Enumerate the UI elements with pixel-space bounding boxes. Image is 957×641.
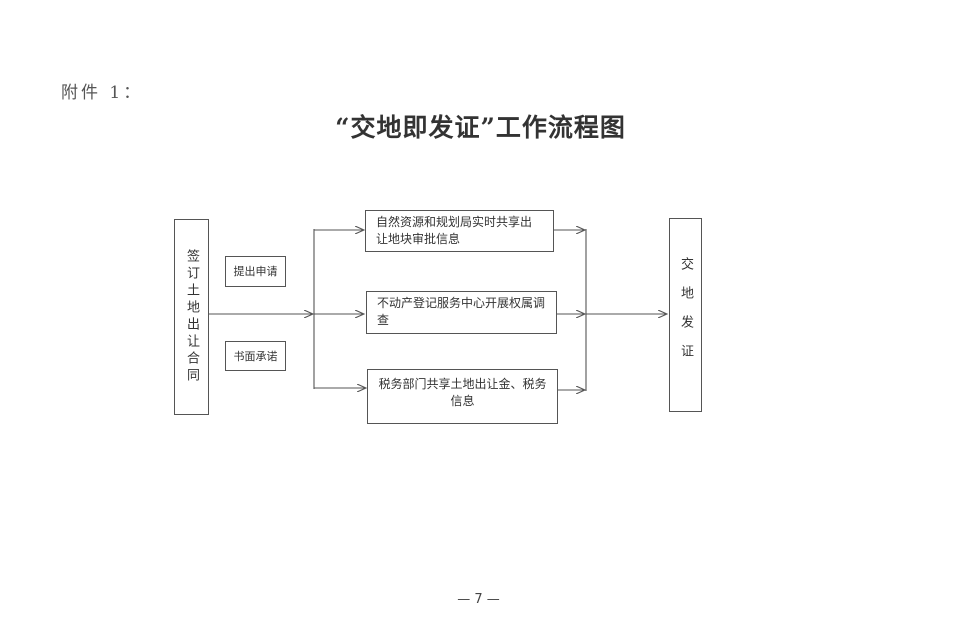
step3-box: 税务部门共享土地出让金、税务信息	[367, 369, 558, 424]
step2-label: 不动产登记服务中心开展权属调查	[377, 296, 546, 327]
step1-label: 自然资源和规划局实时共享出让地块审批信息	[376, 215, 533, 246]
contract-box: 签订土地出让合同	[174, 219, 209, 415]
apply-label-box: 提出申请	[225, 256, 286, 287]
result-label: 交地发证	[678, 257, 693, 373]
step2-box: 不动产登记服务中心开展权属调查	[366, 291, 557, 334]
step1-box: 自然资源和规划局实时共享出让地块审批信息	[365, 210, 554, 252]
contract-label: 签订土地出让合同	[184, 249, 199, 385]
result-box: 交地发证	[669, 218, 702, 412]
commit-label-box: 书面承诺	[225, 341, 286, 371]
apply-label: 提出申请	[233, 265, 278, 278]
page-title: “交地即发证”工作流程图	[335, 113, 626, 142]
step3-label: 税务部门共享土地出让金、税务信息	[378, 377, 547, 408]
attachment-label: 附件 1：	[61, 83, 144, 103]
commit-label: 书面承诺	[233, 349, 278, 363]
page-number: — 7 —	[457, 592, 500, 607]
